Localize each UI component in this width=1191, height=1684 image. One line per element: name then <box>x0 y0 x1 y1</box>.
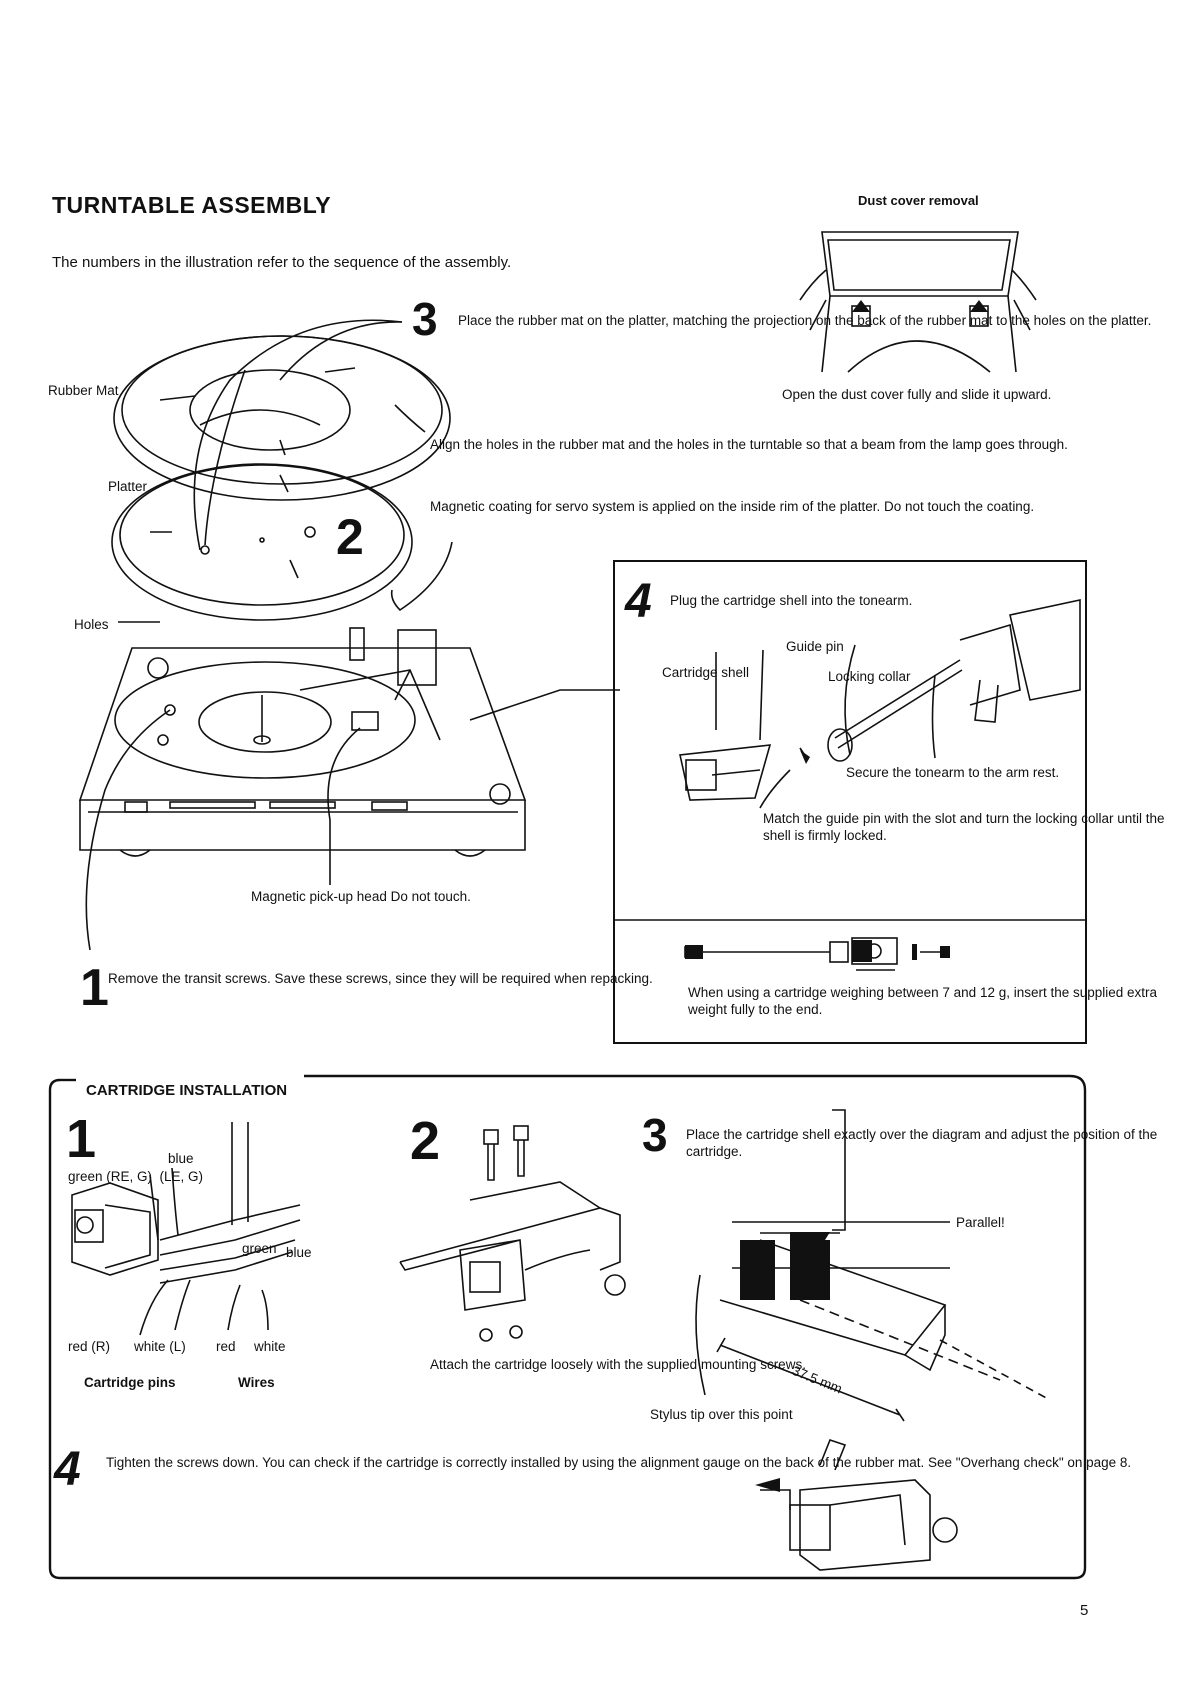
holes-label: Holes <box>74 617 109 632</box>
cartridge-pins-caption: Cartridge pins <box>84 1375 176 1390</box>
step-3-text: Place the rubber mat on the platter, mat… <box>458 313 1152 328</box>
dust-cover-heading: Dust cover removal <box>858 193 979 208</box>
white-wire-label: white <box>254 1339 286 1354</box>
rubber-mat-label: Rubber Mat <box>48 383 119 398</box>
locking-collar-label: Locking collar <box>828 669 911 684</box>
guide-pin-label: Guide pin <box>786 639 844 654</box>
box4-frame <box>613 560 1087 1044</box>
mounting-screws-illustration <box>399 1125 626 1342</box>
step-1-number: 1 <box>80 959 109 1017</box>
platter-label: Platter <box>108 479 148 494</box>
step-3-number: 3 <box>412 293 438 345</box>
extra-weight-text: When using a cartridge weighing between … <box>688 985 1158 1017</box>
cartridge-step-2-number: 2 <box>410 1111 441 1171</box>
cartridge-step-4-number: 4 <box>54 1443 81 1496</box>
magnetic-head-label: Magnetic pick-up head Do not touch. <box>251 889 471 904</box>
blue-wire-label: blue <box>286 1245 312 1260</box>
tonearm-illustration <box>679 599 1081 971</box>
tightened-cartridge-illustration <box>760 1439 958 1571</box>
leader-step3 <box>193 319 403 551</box>
dust-cover-caption: Open the dust cover fully and slide it u… <box>782 387 1052 402</box>
green-wire-label: green <box>242 1241 277 1256</box>
cartridge-step-3-number: 3 <box>642 1109 668 1161</box>
align-text: Align the holes in the rubber mat and th… <box>430 437 1068 452</box>
match-guide-pin-text: Match the guide pin with the slot and tu… <box>763 811 1165 843</box>
leader-step1 <box>85 709 171 951</box>
blue-top-label: blue <box>168 1151 194 1166</box>
cartridge-step-4-text: Tighten the screws down. You can check i… <box>106 1455 1132 1470</box>
intro-text: The numbers in the illustration refer to… <box>52 254 512 271</box>
step-2-number: 2 <box>336 509 364 565</box>
white-l-label: white (L) <box>134 1339 186 1354</box>
alignment-diagram-illustration <box>695 1109 1051 1422</box>
cartridge-step-3-text: Place the cartridge shell exactly over t… <box>686 1127 1158 1159</box>
cartridge-shell-label: Cartridge shell <box>662 665 750 680</box>
parallel-label: Parallel! <box>956 1215 1005 1230</box>
stylus-tip-label: Stylus tip over this point <box>650 1407 793 1422</box>
cartridge-frame <box>48 1074 1087 1580</box>
dust-cover-illustration <box>799 231 1037 373</box>
secure-tonearm-text: Secure the tonearm to the arm rest. <box>846 765 1060 780</box>
box4-number: 4 <box>625 575 652 628</box>
red-wire-label: red <box>216 1339 236 1354</box>
green-pair-label: green (RE, G) (LE, G) <box>68 1169 204 1184</box>
page-number: 5 <box>1080 1602 1089 1619</box>
cartridge-pins-illustration <box>71 1122 301 1336</box>
box4-title: Plug the cartridge shell into the tonear… <box>670 593 913 608</box>
platter-illustration <box>111 463 413 621</box>
magnetic-coating-text: Magnetic coating for servo system is app… <box>430 499 1035 514</box>
cartridge-step-1-number: 1 <box>66 1109 97 1169</box>
red-r-label: red (R) <box>68 1339 111 1354</box>
wires-caption: Wires <box>238 1375 275 1390</box>
rubber-mat-illustration <box>113 335 451 501</box>
cartridge-step-2-text: Attach the cartridge loosely with the su… <box>430 1357 806 1372</box>
step-1-text: Remove the transit screws. Save these sc… <box>108 971 653 986</box>
cartridge-installation-heading: CARTRIDGE INSTALLATION <box>82 1082 292 1099</box>
page-title: TURNTABLE ASSEMBLY <box>52 192 332 218</box>
turntable-illustration <box>78 627 620 857</box>
